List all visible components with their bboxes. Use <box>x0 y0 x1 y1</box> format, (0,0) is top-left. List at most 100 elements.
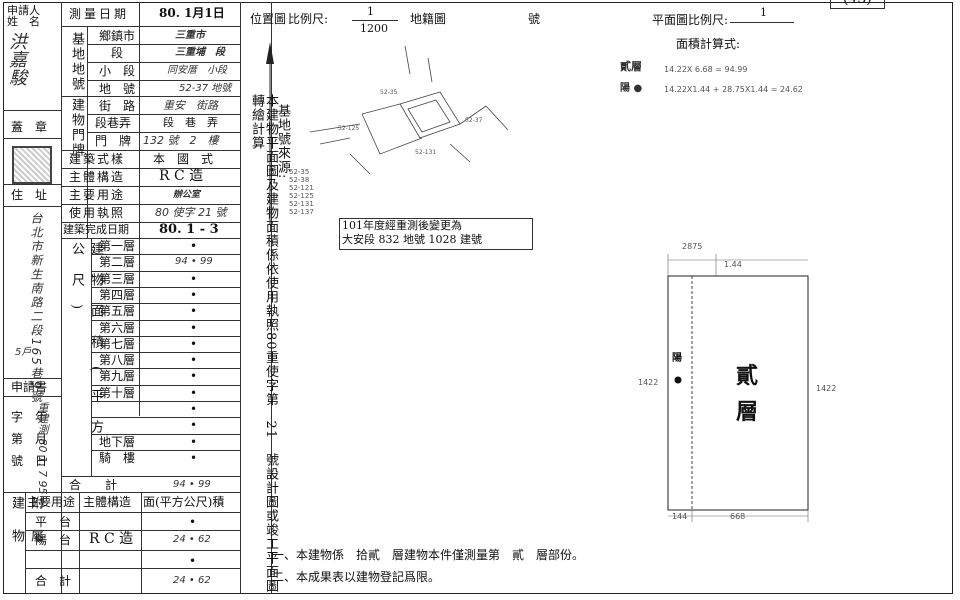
floor-value: 94 • 99 <box>175 256 213 268</box>
location-scale-den: 1200 <box>360 22 388 35</box>
corner-note: (43) <box>830 0 885 9</box>
svg-text:52-37: 52-37 <box>465 117 483 124</box>
floor-value: • <box>190 336 198 351</box>
door-row-label-1: 段巷弄 <box>95 116 132 130</box>
base-row-label-0: 鄉鎮市 <box>99 29 136 43</box>
bld-row-label-4: 建築完成日期 <box>63 223 129 236</box>
base-row-value-1: 三重埔 段 <box>175 47 225 58</box>
calc-balcony-label: 陽 ● <box>620 83 643 94</box>
base-row-value-2: 同安厝 小段 <box>167 65 227 76</box>
base-group-label: 基地地號 <box>69 32 84 92</box>
location-scale-num: 1 <box>367 5 374 18</box>
bld-row-label-2: 主要用途 <box>69 188 126 202</box>
base-row-label-2: 小 段 <box>99 64 136 78</box>
floor-value: • <box>190 385 198 400</box>
bld-row-value-1: R C 造 <box>159 168 204 184</box>
middle-column: 本建物平面圖及建物面積係依使用執照80重使字第 21 號設計圖或竣工平面圖轉繪計… <box>243 2 278 594</box>
bld-row-label-0: 建築式樣 <box>69 152 126 166</box>
footer-line-0: 一、本建物係 拾貳 層建物本件僅測量第 貳 層部份。 <box>272 548 585 562</box>
floor-row-line <box>91 319 241 321</box>
seal-stamp <box>12 146 52 184</box>
location-sheet-label: 地籍圖 <box>410 12 447 26</box>
land-number: 52-125 <box>289 192 314 200</box>
plan-scale-label: 平面圖比例尺: <box>652 13 729 27</box>
dim-top: 2875 <box>682 242 703 251</box>
dim-inner-top: 1.44 <box>724 260 742 269</box>
attached-total-label: 合 計 <box>35 574 72 588</box>
door-row-value-2: 132 號 2 樓 <box>143 134 219 147</box>
floor-label: 地下層 <box>99 434 136 449</box>
location-number-label: 號 <box>528 12 541 26</box>
address-side: 5戶 <box>15 347 32 358</box>
base-row-value-0: 三重市 <box>175 30 205 41</box>
floor-value: • <box>190 304 198 319</box>
bld-row-label-3: 使用執照 <box>69 206 126 220</box>
note-line-0: 101年度經重測後變更為 <box>342 219 462 232</box>
svg-text:52-35: 52-35 <box>380 89 398 96</box>
attached-col-area: 面(平方公尺)積 <box>143 495 225 509</box>
floor-label: 第一層 <box>99 239 136 253</box>
dim-left: 1422 <box>638 378 659 387</box>
survey-date-label: 測量日期 <box>69 7 130 21</box>
address-value: 台北市新生南路二段165巷9號 <box>29 212 43 405</box>
floor-row-line <box>91 254 241 256</box>
area-total-label: 合 計 <box>69 478 118 492</box>
balcony-mark: 陽 <box>672 353 682 364</box>
attached-row-area-1: 24 • 62 <box>173 534 211 545</box>
floor-label: 第九層 <box>99 369 136 384</box>
floor-label: 第三層 <box>99 271 136 286</box>
plan-scale-value: 1 <box>760 6 767 19</box>
door-row-value-0: 重安 街路 <box>163 99 218 112</box>
attached-col-use: 主要用途 <box>27 495 76 509</box>
base-source-label: 基地號來源: <box>275 104 290 180</box>
bld-row-label-1: 主體構造 <box>69 170 126 184</box>
floor-label: 第八層 <box>99 353 136 368</box>
seal-label: 蓋 章 <box>11 120 48 134</box>
applicant-label: 申請人 姓 名 <box>7 4 40 28</box>
land-number: 52-137 <box>289 208 314 216</box>
floor-label: 第二層 <box>99 255 136 270</box>
calc-floor-label: 貳層 <box>620 60 642 73</box>
base-row-label-3: 地 號 <box>99 82 136 96</box>
attached-row-use-1: 陽 台 <box>35 533 72 547</box>
base-row-label-1: 段 <box>111 46 124 60</box>
floor-value: • <box>190 450 198 465</box>
location-scale-label: 比例尺: <box>288 12 329 26</box>
floor-value: • <box>190 418 198 433</box>
floor-label: 第七層 <box>99 336 136 351</box>
svg-text:52-131: 52-131 <box>415 149 436 156</box>
svg-text:52-125: 52-125 <box>338 125 359 132</box>
floor-label: 第四層 <box>99 287 136 302</box>
land-number: 52-38 <box>289 176 310 184</box>
attached-total-value: 24 • 62 <box>173 575 211 586</box>
floor-plan <box>667 254 809 522</box>
note-line-1: 大安段 832 地號 1028 建號 <box>342 233 482 246</box>
attached-row-area-2: • <box>189 554 197 568</box>
address-label: 住 址 <box>11 188 48 202</box>
calc-floor: 14.22X 6.68 = 94.99 <box>664 65 748 74</box>
floor-row-line <box>91 335 241 337</box>
attached-row-area-0: • <box>189 515 197 529</box>
left-table: 申請人 姓 名 洪嘉駿 蓋 章 住 址 台北市新生南路二段165巷9號 5戶 申… <box>3 2 243 594</box>
land-number: 52-131 <box>289 200 314 208</box>
floor-row-line <box>91 384 241 386</box>
attached-row-use-0: 平 台 <box>35 515 72 529</box>
floor-row-line <box>91 352 241 354</box>
floor-label: 第六層 <box>99 320 136 335</box>
base-row-value-3: 52-37 地號 <box>179 83 232 94</box>
dim-bottom-mid: 668 <box>730 512 746 521</box>
door-group-label: 建物門牌 <box>69 98 84 158</box>
application-label: 申請書 <box>11 380 48 394</box>
page-frame <box>3 2 953 594</box>
floor-row-line <box>91 449 241 451</box>
bld-row-value-4: 80. 1 - 3 <box>159 222 219 237</box>
application-number-label: 字 年 第 月 號 日 <box>11 410 48 468</box>
floor-value: • <box>190 353 198 368</box>
land-number: 52-35 <box>289 168 310 176</box>
floor-label: 第五層 <box>99 304 136 319</box>
dim-bottom-left: 144 <box>672 512 688 521</box>
footer-line-1: 二、本成果表以建物登記爲限。 <box>272 570 441 584</box>
note-box: 101年度經重測後變更為 大安段 832 地號 1028 建號 <box>339 218 533 250</box>
